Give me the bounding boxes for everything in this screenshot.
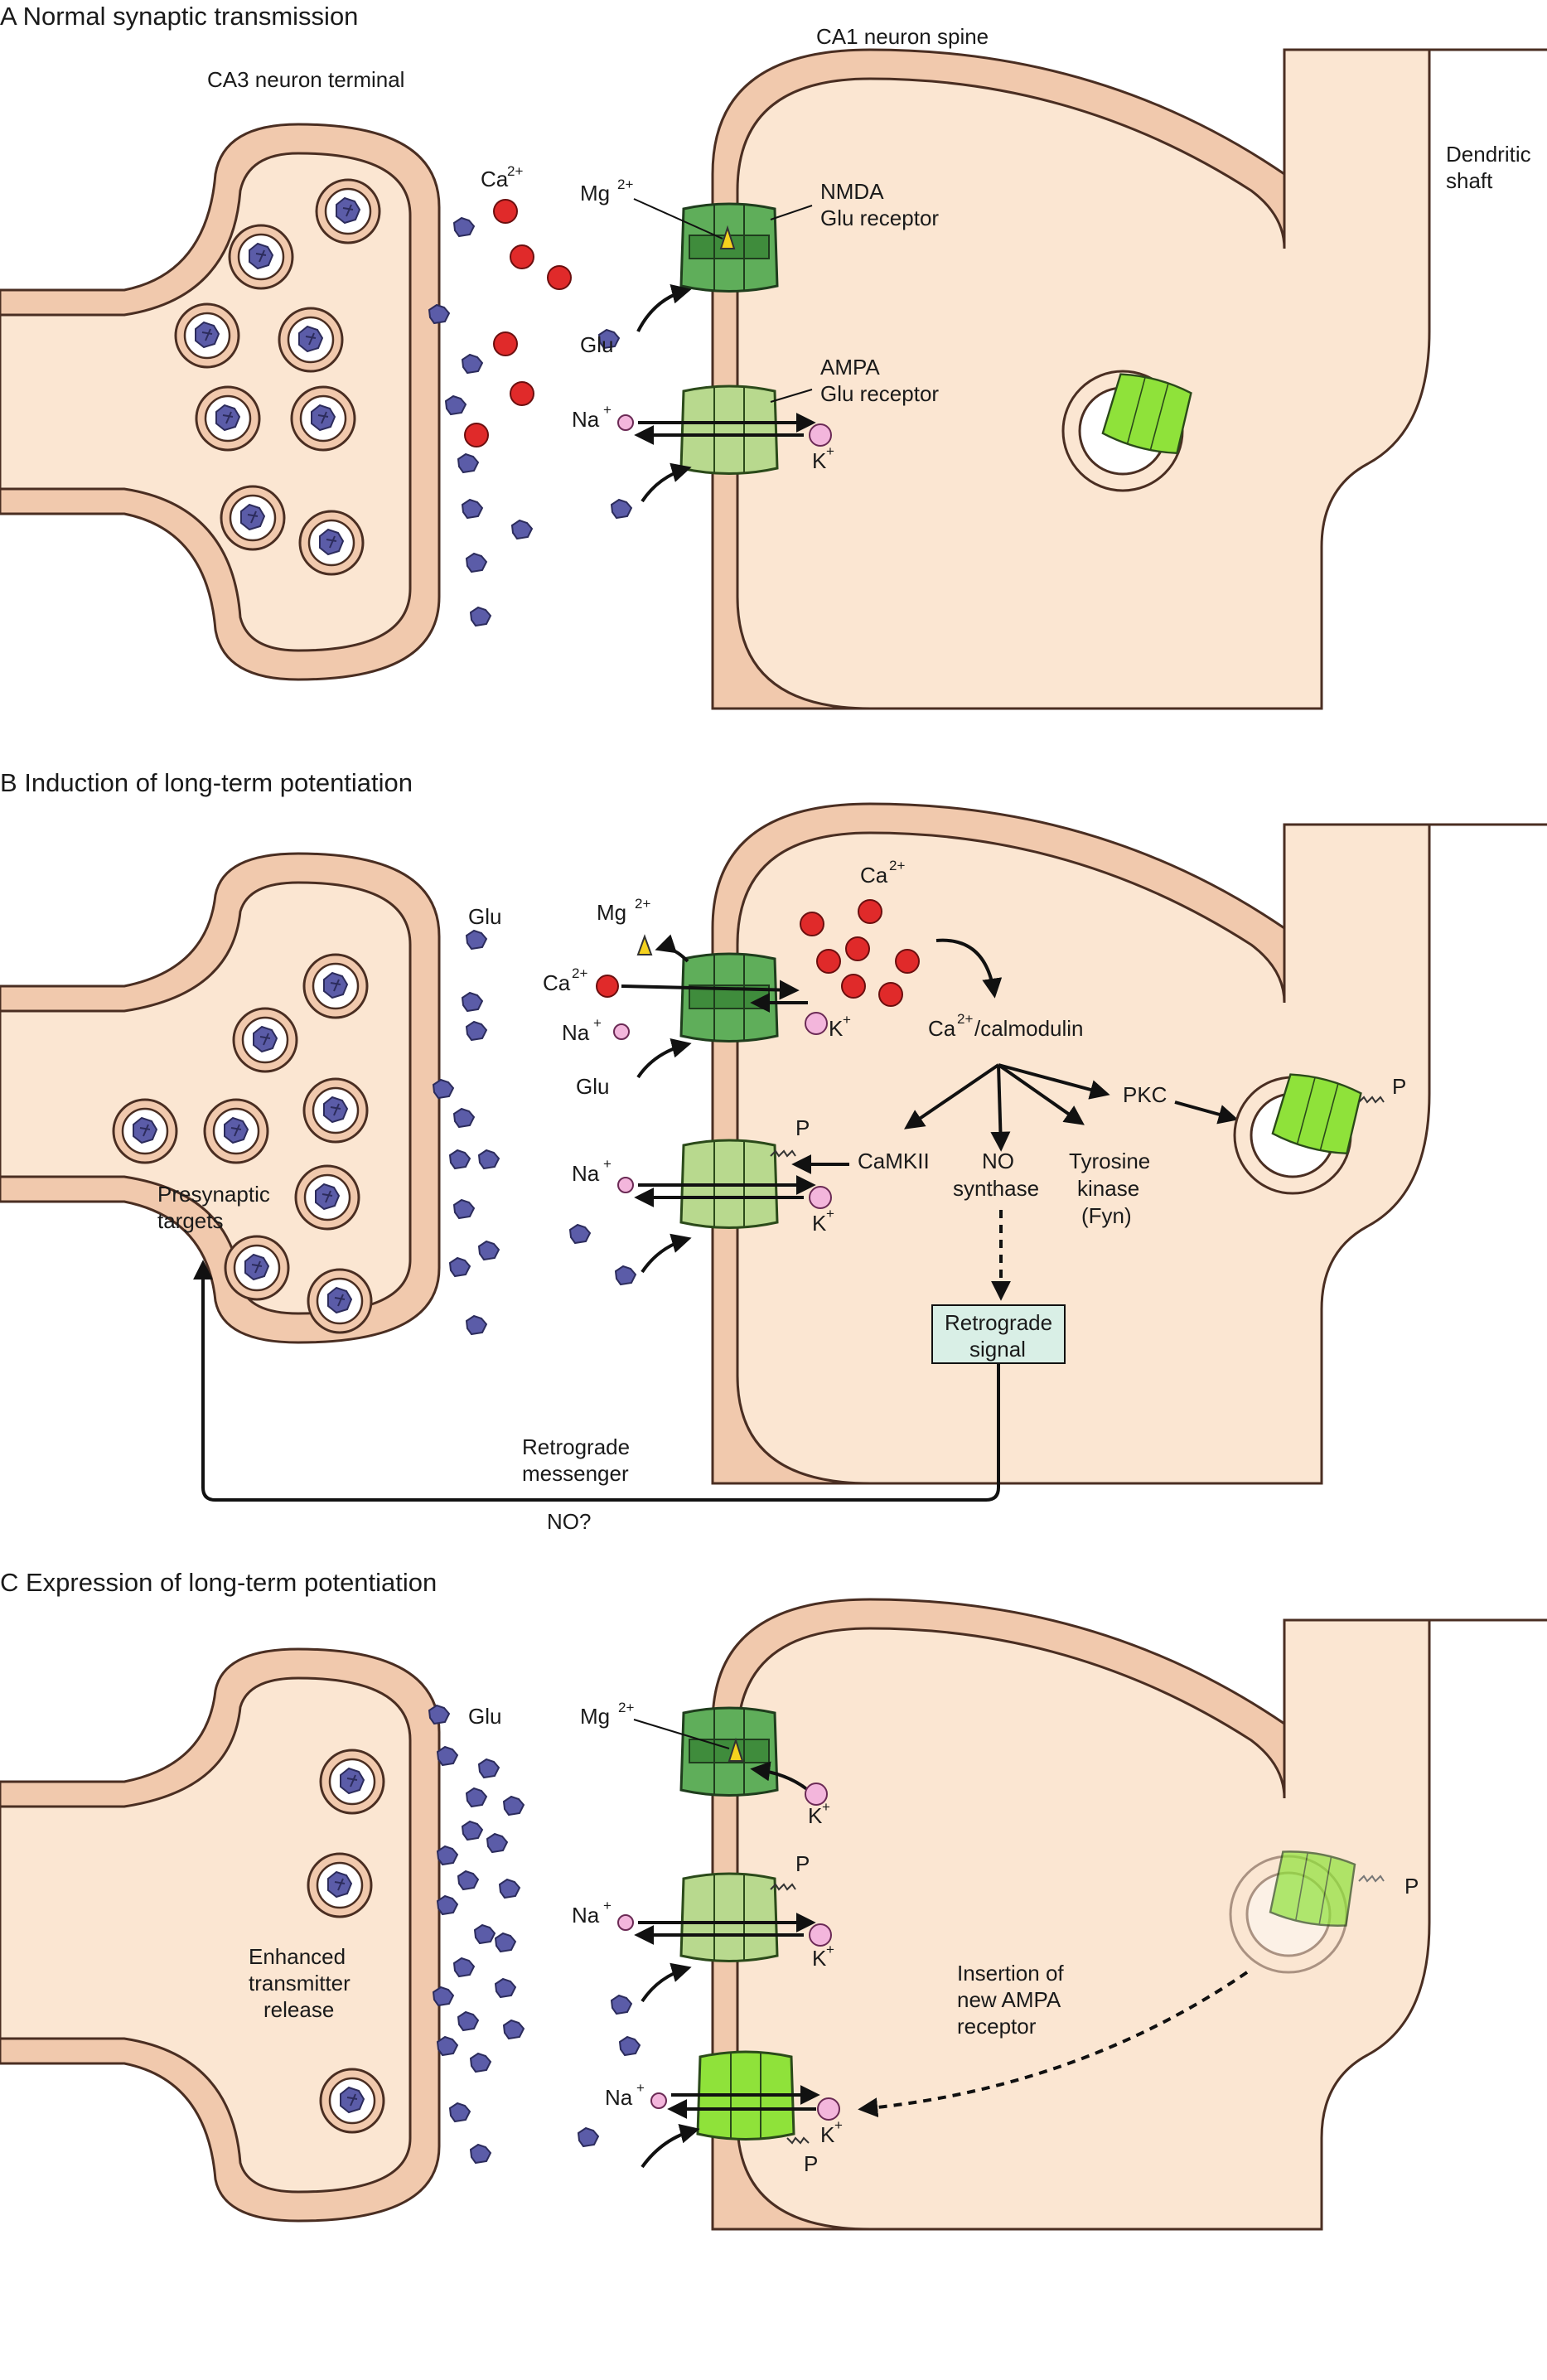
svg-text:K: K	[829, 1016, 844, 1041]
svg-text:+: +	[603, 1156, 612, 1172]
ampa-receptor	[679, 385, 779, 475]
panel-a: A Normal synaptic transmission CA3 neuro…	[0, 2, 1547, 710]
calmodulin-label: /calmodulin	[974, 1016, 1084, 1041]
calcium-ion	[464, 423, 489, 447]
svg-text:+: +	[834, 2117, 843, 2133]
svg-text:transmitter: transmitter	[249, 1971, 350, 1995]
svg-text:AMPA: AMPA	[820, 355, 880, 380]
calcium-ion	[493, 199, 518, 224]
svg-text:Mg: Mg	[597, 900, 626, 925]
calcium-ion	[510, 244, 534, 269]
svg-text:P: P	[1392, 1074, 1406, 1099]
pkc-label: PKC	[1123, 1082, 1167, 1107]
panel-c-title: C Expression of long-term potentiation	[0, 1568, 437, 1597]
svg-text:2+: 2+	[889, 858, 905, 873]
panel-b-title: B Induction of long-term potentiation	[0, 768, 413, 797]
svg-text:+: +	[843, 1012, 851, 1028]
svg-text:Presynaptic: Presynaptic	[157, 1182, 270, 1207]
potassium-ion	[809, 423, 832, 447]
svg-text:+: +	[826, 1206, 834, 1221]
no-label: NO?	[547, 1509, 591, 1534]
svg-text:2+: 2+	[635, 896, 650, 912]
svg-text:Enhanced: Enhanced	[249, 1944, 346, 1969]
svg-text:synthase: synthase	[953, 1176, 1039, 1201]
svg-text:K: K	[812, 448, 827, 473]
svg-text:Retrograde: Retrograde	[945, 1310, 1052, 1335]
svg-text:Ca: Ca	[860, 863, 888, 888]
svg-text:K: K	[812, 1946, 827, 1971]
svg-text:K: K	[812, 1211, 827, 1236]
svg-text:Glu: Glu	[468, 904, 501, 929]
svg-text:Na: Na	[572, 1903, 600, 1928]
svg-text:+: +	[593, 1015, 602, 1031]
svg-text:+: +	[636, 2080, 645, 2096]
svg-text:Na: Na	[605, 2085, 633, 2110]
svg-text:Tyrosine: Tyrosine	[1069, 1149, 1150, 1173]
svg-text:receptor: receptor	[957, 2014, 1037, 2039]
svg-text:2+: 2+	[507, 163, 523, 179]
svg-text:Ca: Ca	[928, 1016, 956, 1041]
panel-b: B Induction of long-term potentiation Gl…	[0, 768, 1547, 1534]
svg-text:Glu: Glu	[468, 1704, 501, 1729]
calcium-ion	[493, 331, 518, 356]
svg-text:2+: 2+	[572, 965, 587, 981]
svg-text:messenger: messenger	[522, 1461, 629, 1486]
svg-text:Mg: Mg	[580, 181, 610, 206]
svg-text:K: K	[808, 1803, 823, 1828]
svg-text:+: +	[826, 443, 834, 459]
svg-text:+: +	[603, 402, 612, 418]
ca3-terminal-label: CA3 neuron terminal	[207, 67, 404, 92]
svg-text:2+: 2+	[618, 1700, 634, 1715]
calcium-ion	[510, 381, 534, 406]
svg-text:NO: NO	[982, 1149, 1014, 1173]
svg-text:Glu receptor: Glu receptor	[820, 206, 939, 230]
svg-text:(Fyn): (Fyn)	[1081, 1203, 1132, 1228]
svg-text:release: release	[263, 1997, 334, 2022]
svg-text:Glu: Glu	[580, 332, 613, 357]
svg-text:+: +	[603, 1898, 612, 1913]
svg-text:Glu receptor: Glu receptor	[820, 381, 939, 406]
svg-text:2+: 2+	[617, 177, 633, 192]
nmda-receptor	[679, 1706, 779, 1797]
dendritic-shaft-label-2: shaft	[1446, 168, 1493, 193]
svg-text:kinase: kinase	[1077, 1176, 1139, 1201]
svg-text:Glu: Glu	[576, 1074, 609, 1099]
ca1-spine-label: CA1 neuron spine	[816, 24, 989, 49]
nmda-receptor	[679, 952, 779, 1042]
svg-text:Ca: Ca	[543, 970, 571, 995]
ampa-receptor	[679, 1872, 779, 1962]
sodium-ion	[617, 414, 634, 431]
svg-text:Na: Na	[562, 1020, 590, 1045]
svg-text:P: P	[795, 1115, 810, 1140]
svg-text:+: +	[826, 1942, 834, 1957]
dendritic-shaft-label-1: Dendritic	[1446, 142, 1531, 167]
svg-text:P: P	[1404, 1874, 1419, 1899]
svg-text:K: K	[820, 2122, 835, 2147]
svg-text:Mg: Mg	[580, 1704, 610, 1729]
mg-ion	[636, 934, 653, 955]
svg-text:signal: signal	[969, 1337, 1026, 1362]
svg-text:Na: Na	[572, 407, 600, 432]
svg-text:Na: Na	[572, 1161, 600, 1186]
svg-text:2+: 2+	[957, 1011, 973, 1027]
retrograde-signal-box	[931, 1304, 1066, 1364]
panel-c: C Expression of long-term potentiation	[0, 1568, 1547, 2231]
svg-text:+: +	[822, 1799, 830, 1815]
svg-text:targets: targets	[157, 1208, 224, 1233]
calcium-ion	[547, 265, 572, 290]
svg-text:Retrograde: Retrograde	[522, 1434, 630, 1459]
svg-text:Insertion of: Insertion of	[957, 1961, 1064, 1986]
camkii-label: CaMKII	[858, 1149, 930, 1173]
svg-text:new AMPA: new AMPA	[957, 1987, 1061, 2012]
panel-a-title: A Normal synaptic transmission	[0, 2, 358, 31]
svg-text:P: P	[795, 1851, 810, 1876]
ca-label: Ca	[481, 167, 509, 191]
svg-text:NMDA: NMDA	[820, 179, 884, 204]
svg-text:P: P	[804, 2151, 818, 2176]
